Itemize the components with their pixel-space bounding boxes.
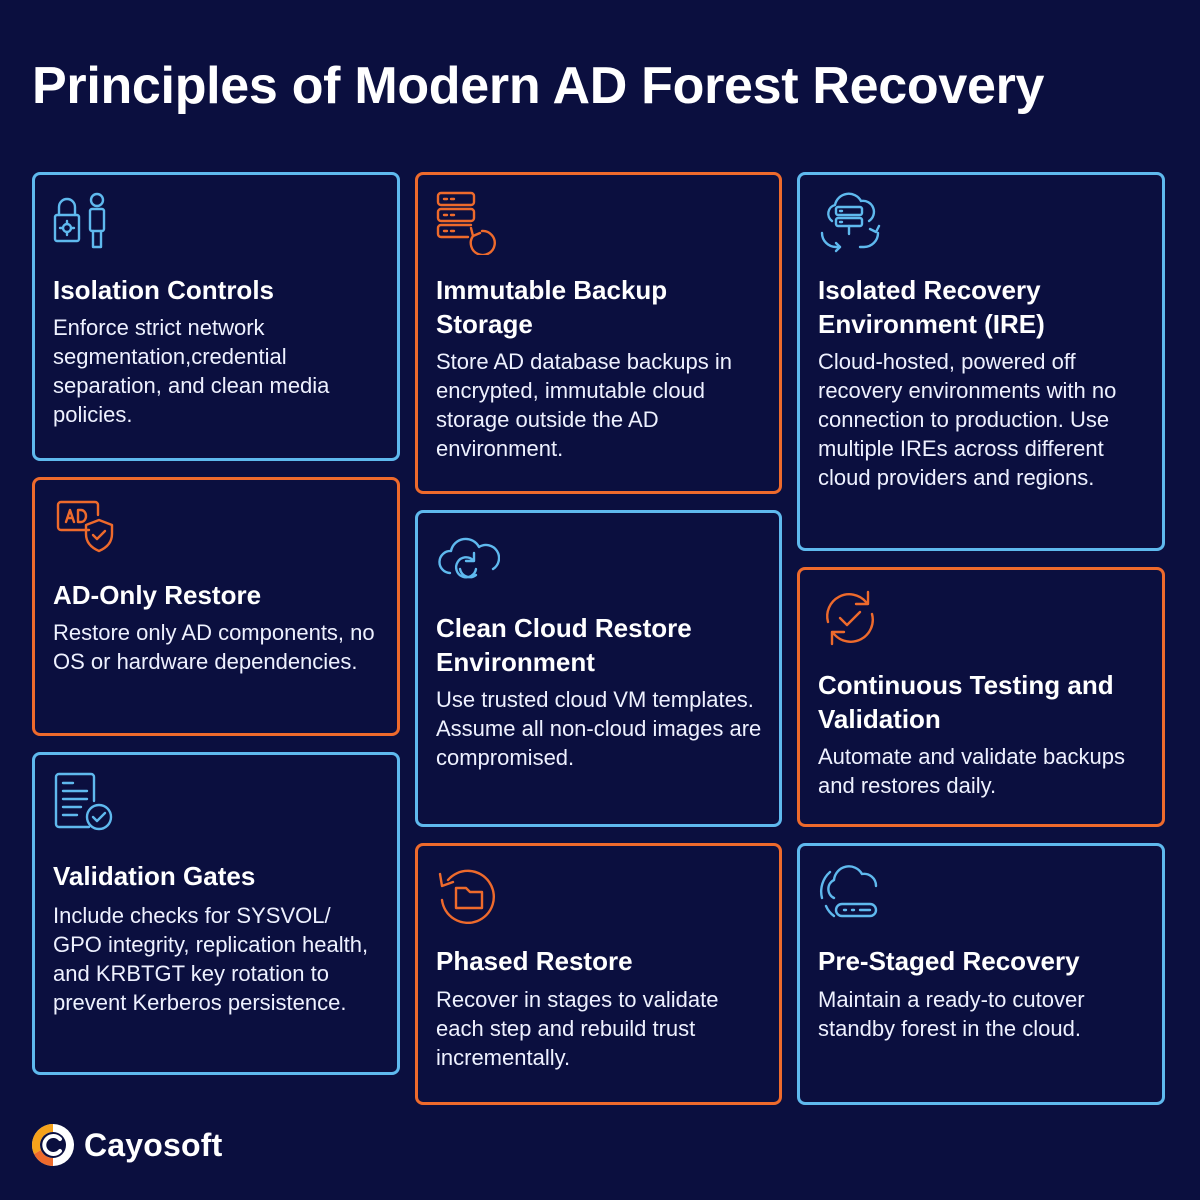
card-phased-restore: Phased Restore Recover in stages to vali…: [415, 843, 782, 1105]
brand-name: Cayosoft: [84, 1126, 223, 1163]
card-text: Use trusted cloud VM templates. Assume a…: [436, 687, 762, 770]
card-ad-only-restore: AD-Only Restore Restore only AD componen…: [32, 477, 400, 736]
card-immutable-backup-storage: Immutable Backup Storage Store AD databa…: [415, 172, 782, 494]
folder-restore-icon: [438, 869, 495, 925]
card-heading: Continuous Testing and Validation: [818, 670, 1114, 734]
brand-logo: Cayosoft: [30, 1122, 223, 1168]
card-heading: Isolated Recovery Environment (IRE): [818, 275, 1045, 339]
cloud-server-icon: [820, 865, 878, 918]
ad-shield-icon: [56, 500, 114, 553]
card-heading: Clean Cloud Restore Environment: [436, 613, 692, 677]
card-continuous-testing: Continuous Testing and Validation Automa…: [797, 567, 1165, 827]
card-text: Store AD database backups in encrypted, …: [436, 349, 732, 461]
card-text: Restore only AD components, no OS or har…: [53, 620, 375, 674]
card-heading: Validation Gates: [53, 861, 256, 891]
cycle-check-icon: [826, 590, 874, 646]
card-heading: Immutable Backup Storage: [436, 275, 668, 339]
card-validation-gates: Validation Gates Include checks for SYSV…: [32, 752, 400, 1075]
card-text: Automate and validate backups and restor…: [818, 744, 1125, 798]
card-text: Cloud-hosted, powered off recovery envir…: [818, 349, 1117, 490]
card-heading: AD-Only Restore: [53, 580, 262, 610]
card-heading: Pre-Staged Recovery: [818, 946, 1080, 976]
card-isolation-controls: Isolation Controls Enforce strict networ…: [32, 172, 400, 461]
cloud-server-sync-icon: [820, 192, 881, 253]
lock-person-icon: [53, 192, 106, 249]
server-restore-icon: [436, 191, 496, 255]
card-heading: Phased Restore: [436, 946, 633, 976]
card-heading: Isolation Controls: [53, 275, 274, 305]
card-pre-staged-recovery: Pre-Staged Recovery Maintain a ready-to …: [797, 843, 1165, 1105]
card-clean-cloud-restore: Clean Cloud Restore Environment Use trus…: [415, 510, 782, 827]
card-isolated-recovery-environment: Isolated Recovery Environment (IRE) Clou…: [797, 172, 1165, 551]
card-text: Recover in stages to validate each step …: [436, 987, 719, 1070]
page-title: Principles of Modern AD Forest Recovery: [32, 57, 1045, 115]
cayosoft-logo-icon: [31, 1124, 74, 1166]
cloud-refresh-icon: [438, 537, 500, 579]
card-text: Maintain a ready-to cutover standby fore…: [818, 987, 1085, 1041]
card-text: Enforce strict network segmentation,cred…: [53, 315, 330, 427]
card-text: Include checks for SYSVOL/ GPO integrity…: [53, 903, 369, 1015]
document-check-icon: [54, 772, 113, 831]
